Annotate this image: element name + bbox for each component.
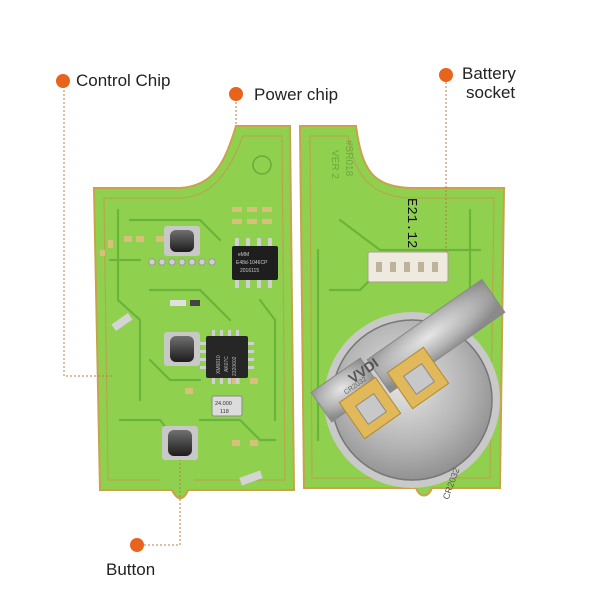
control-chip-mark-3: 2320602 [232,356,238,376]
power-chip-mark-3: 2016115 [240,268,259,274]
battery-socket-connector [367,251,449,283]
callout-dot-button [130,538,144,552]
label-button: Button [106,560,156,579]
battery-holder: VVDI CR2032 CR2032 [310,278,506,501]
power-chip-mark-1: eMM [238,252,249,258]
leader-control-chip [63,82,112,377]
label-power-chip: Power chip [254,85,339,104]
control-chip-mark-2: AK07C [224,356,230,372]
power-chip-mark-2: E48d·1046CP [236,260,268,266]
tact-button-middle [164,332,200,366]
crystal: 24.000 118 [211,395,243,417]
callout-dot-battery-socket [439,68,453,82]
power-chip: eMM E48d·1046CP 2016115 [232,238,278,288]
label-battery-socket-line1: Battery [462,64,516,83]
crystal-mark-2: 118 [220,409,229,415]
control-chip-mark-1: XM6810 [216,355,222,374]
label-control-chip: Control Chip [76,71,171,90]
tact-button-bottom [162,426,198,460]
leader-button [140,460,181,546]
left-pcb-board: eMM E48d·1046CP 2016115 XM681 [92,125,296,500]
board-version-text: VER 2 [329,150,340,179]
crystal-mark-1: 24.000 [215,401,232,407]
board-model-text: #SR018 [343,140,354,177]
control-chip: XM6810 AK07C 2320602 [200,330,254,384]
label-battery-socket-line2: socket [466,83,516,102]
callout-dot-power-chip [229,87,243,101]
right-pcb-board: #SR018 VER 2 E21.12.16 [298,125,506,501]
tact-button-top [164,226,200,256]
callout-dot-control-chip [56,74,70,88]
